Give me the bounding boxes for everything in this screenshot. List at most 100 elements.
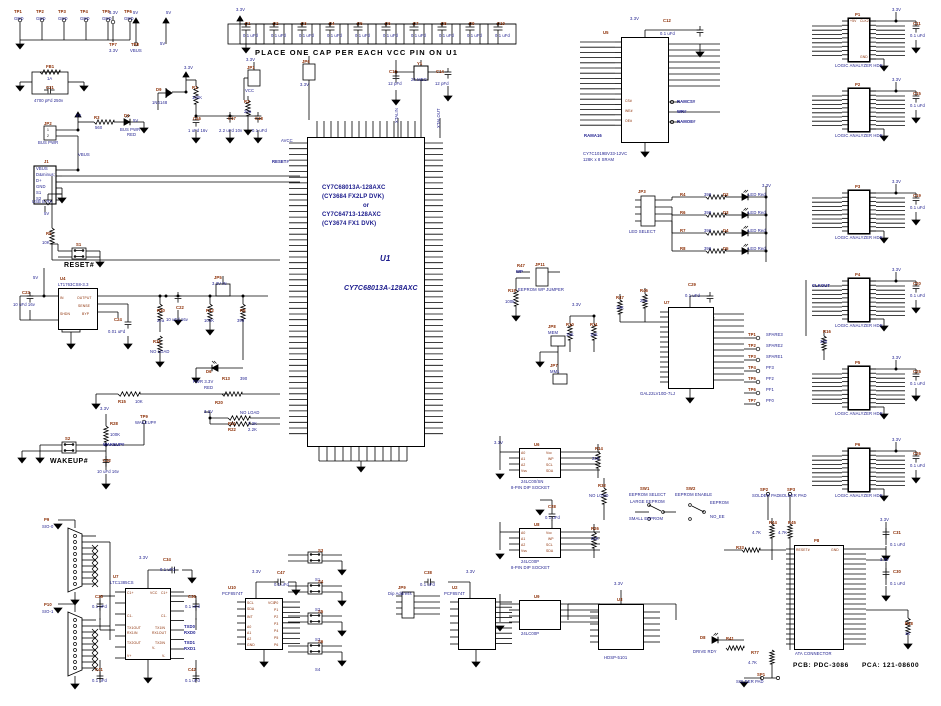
c34-val: 0.1 uFd bbox=[160, 567, 175, 572]
u8-a0: A0 bbox=[521, 531, 526, 535]
c41-ref: C41 bbox=[95, 667, 103, 672]
rs232-part: LTC1385CS bbox=[110, 580, 134, 585]
ata-gnd-r: GND bbox=[831, 548, 839, 552]
r9-val: 390 bbox=[237, 318, 245, 323]
p4-ref: P4 bbox=[855, 272, 861, 277]
tpsp6-ref: TP6 bbox=[748, 387, 756, 392]
jp8-ref: JP8 bbox=[548, 324, 556, 329]
tpsp4-net: PF3 bbox=[766, 365, 774, 370]
u5-body bbox=[621, 37, 669, 143]
c35-val: 0.1 uFd bbox=[92, 604, 107, 609]
rs232-tx1out: TX1OUT bbox=[127, 626, 141, 630]
c30-ref: C30 bbox=[893, 569, 901, 574]
c28-val: 0.1 uFd bbox=[545, 515, 560, 520]
rs232-c1m: C1- bbox=[127, 614, 133, 618]
y1-val: 24 MEG bbox=[411, 77, 427, 82]
rs232-vcc: VCC bbox=[150, 591, 158, 595]
u1-part-or: or bbox=[363, 203, 370, 209]
p1-rail: 3.3V bbox=[892, 7, 902, 12]
tp8-net: VBUS bbox=[130, 48, 142, 53]
s3-label: S1 bbox=[315, 577, 321, 582]
ata-reset: RESET# bbox=[796, 548, 810, 552]
p5-cap-ref: C25 bbox=[913, 369, 921, 374]
d9-ref: D9 bbox=[156, 87, 162, 92]
u10-body bbox=[245, 598, 283, 650]
u2-body bbox=[458, 598, 496, 650]
rs232-rx1out: RX1OUT bbox=[152, 631, 167, 635]
jp5-label: 3.3V IN bbox=[212, 281, 227, 286]
tp3-ref: TP3 bbox=[58, 9, 66, 14]
r11-ref: R11 bbox=[590, 322, 598, 327]
r46-val: 2ea bbox=[640, 298, 648, 303]
u1-part-line3: CY7C64713-128AXC bbox=[322, 212, 381, 218]
ata-body bbox=[794, 545, 844, 650]
xtalout-net: XTALOUT bbox=[436, 108, 441, 128]
s1-label: RESET# bbox=[64, 262, 95, 269]
u8-ref: U8 bbox=[534, 522, 540, 527]
c16-ref: C16 bbox=[193, 116, 201, 121]
r12-ref: R12 bbox=[206, 308, 214, 313]
u8-sda: SDA bbox=[546, 549, 554, 553]
jp7-ref: JP7 bbox=[550, 363, 558, 368]
tp6-net: GND bbox=[124, 16, 134, 21]
d6-ref: D6 bbox=[206, 369, 212, 374]
p3-body[interactable] bbox=[848, 190, 870, 234]
c17-val: 2.2 uFd 10v bbox=[219, 128, 243, 133]
usb-pin-s2: S2 bbox=[36, 196, 42, 201]
r5-ref: R5 bbox=[46, 231, 52, 236]
jp5-ref: JP5 bbox=[214, 275, 222, 280]
p6-body[interactable] bbox=[848, 448, 870, 492]
p4-body[interactable] bbox=[848, 278, 870, 322]
r10-val: 10K bbox=[566, 332, 574, 337]
c31-val: 0.1 uFd bbox=[890, 542, 905, 547]
jp2-p1: 1 bbox=[47, 128, 49, 132]
d4-ref: D4 bbox=[723, 228, 729, 233]
r28-ref: R28 bbox=[110, 421, 118, 426]
d1-label: BUS PWR bbox=[120, 127, 141, 132]
u4-pin-sense: SENSE bbox=[78, 304, 90, 308]
p2-body[interactable] bbox=[848, 88, 870, 132]
r44-val: 4.7K bbox=[752, 530, 762, 535]
p6-ref: P6 bbox=[855, 442, 861, 447]
tpsp3-ref: TP3 bbox=[748, 354, 756, 359]
ata-ref: P8 bbox=[814, 538, 820, 543]
d1-5v: 5V bbox=[133, 118, 139, 123]
u1-part-line4: (CY3674 FX1 DVK) bbox=[322, 221, 377, 227]
c1-val: 0.1 uFd bbox=[243, 33, 258, 38]
d3-ref: D3 bbox=[723, 210, 729, 215]
wakeup-rail: 3.3V bbox=[100, 406, 110, 411]
r4-val: 390 bbox=[704, 192, 712, 197]
p6-rail: 3.3V bbox=[892, 437, 902, 442]
r20-val: NO LOAD bbox=[240, 410, 260, 415]
p5-body[interactable] bbox=[848, 366, 870, 410]
c10-ref: C10 bbox=[497, 21, 505, 26]
r31-val: NO LOAD bbox=[150, 349, 170, 354]
r3-ref: R3 bbox=[94, 115, 100, 120]
s5-ref: S5 bbox=[318, 609, 324, 614]
p1-pin-5v: +5V bbox=[850, 19, 857, 23]
u5-part-line2: 128K x 8 SRAM bbox=[583, 157, 615, 162]
r19-ref: R19 bbox=[508, 288, 516, 293]
r21-val: 2.2K bbox=[248, 421, 258, 426]
r2-val: 2ea bbox=[244, 109, 252, 114]
r77-ref: R77 bbox=[751, 650, 759, 655]
p1-body[interactable] bbox=[848, 18, 870, 62]
r47-val: 10K bbox=[616, 305, 624, 310]
tp3-net: GND bbox=[58, 16, 68, 21]
c13-val: 12 pFd bbox=[388, 81, 402, 86]
rs232-body bbox=[125, 588, 171, 660]
sw2-ref: SW2 bbox=[686, 486, 696, 491]
gal-rail: 3.3V bbox=[572, 302, 582, 307]
c17-ref: C17 bbox=[228, 116, 236, 121]
u5-cs: CS# bbox=[625, 99, 632, 103]
u10-vcc: VCC bbox=[268, 601, 276, 605]
v5-symbol-b: 5V bbox=[160, 41, 166, 46]
r8-val: 390 bbox=[704, 246, 712, 251]
rs232-c1p: C1+ bbox=[127, 591, 134, 595]
p5-ref: P5 bbox=[855, 360, 861, 365]
jp2-label: BUS PWR bbox=[38, 140, 59, 145]
vbus-net: VBUS bbox=[78, 152, 90, 157]
jp7-label: MM1 bbox=[550, 369, 560, 374]
p4-cap-val: 0.1 uFd bbox=[910, 293, 925, 298]
c6-ref: C6 bbox=[385, 21, 391, 26]
